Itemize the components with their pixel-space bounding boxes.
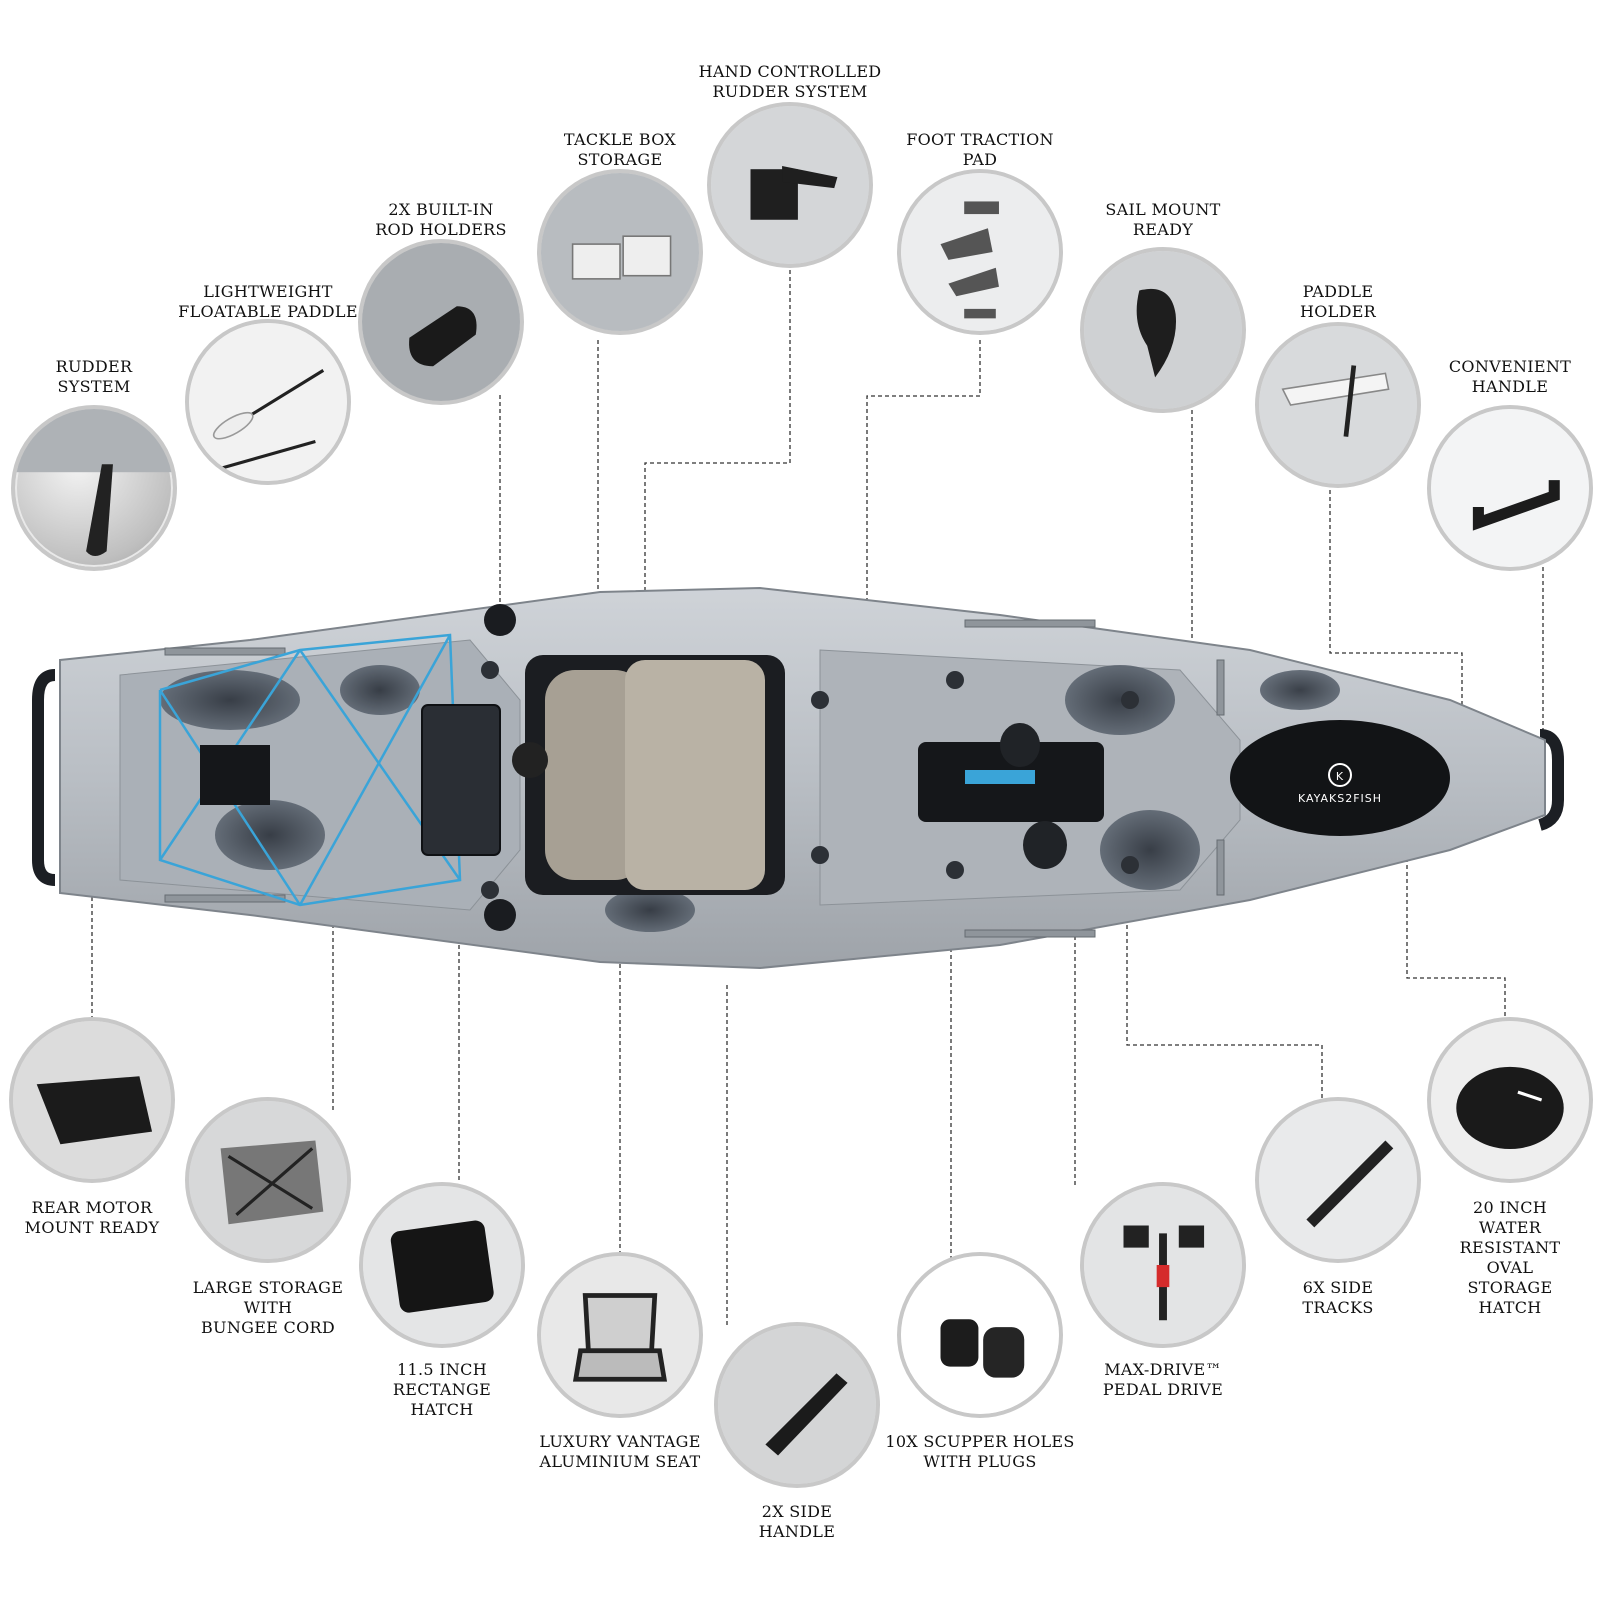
rudder-fin-icon[interactable] [11,405,177,571]
seat-icon[interactable] [537,1252,703,1418]
feature-label: LUXURY VANTAGE ALUMINIUM SEAT [539,1432,701,1471]
oval-hatch-logo: K [1336,770,1344,783]
feature-label: 2X BUILT-IN ROD HOLDERS [375,200,507,239]
feature-label: 10X SCUPPER HOLES WITH PLUGS [885,1432,1075,1471]
rect-hatch [421,704,501,856]
feature-label: TACKLE BOX STORAGE [563,130,677,169]
carry-handle-icon[interactable] [1427,405,1593,571]
side-handle-icon[interactable] [714,1322,880,1488]
scupper-plug-icon[interactable] [897,1252,1063,1418]
oval-hatch-brand: KAYAKS2FISH [1298,792,1382,805]
vantage-seat [512,655,785,895]
rect-hatch-icon[interactable] [359,1182,525,1348]
feature-label: RUDDER SYSTEM [55,357,133,396]
feature-label: 2X SIDE HANDLE [758,1502,836,1541]
feature-label: 6X SIDE TRACKS [1302,1278,1374,1317]
feature-label: HAND CONTROLLED RUDDER SYSTEM [698,62,882,101]
pedal-drive-unit [918,723,1104,869]
tackle-box-icon[interactable] [537,169,703,335]
bungee-storage-icon[interactable] [185,1097,351,1263]
feature-label: SAIL MOUNT READY [1105,200,1221,239]
rudder-lever-icon[interactable] [707,102,873,268]
feature-label: 20 INCH WATER RESISTANT OVAL STORAGE HAT… [1459,1198,1561,1317]
feature-label: LARGE STORAGE WITH BUNGEE CORD [192,1278,344,1337]
feature-label: MAX-DRIVE™ PEDAL DRIVE [1102,1360,1224,1399]
feature-label: 11.5 INCH RECTANGE HATCH [392,1360,492,1419]
paddle-icon[interactable] [185,319,351,485]
rod-holder-icon[interactable] [358,239,524,405]
rear-motor-pad [200,745,270,805]
feature-label: LIGHTWEIGHT FLOATABLE PADDLE [178,282,358,321]
rod-holder-top [484,604,516,636]
motor-mount-icon[interactable] [9,1017,175,1183]
feature-label: PADDLE HOLDER [1299,282,1377,321]
feature-label: FOOT TRACTION PAD [906,130,1054,169]
feature-label: REAR MOTOR MOUNT READY [24,1198,160,1237]
bow-carry-handle [1538,729,1564,831]
track-rail-icon[interactable] [1255,1097,1421,1263]
sail-mount-icon[interactable] [1080,247,1246,413]
pedal-drive-icon[interactable] [1080,1182,1246,1348]
feature-label: CONVENIENT HANDLE [1448,357,1572,396]
oval-hatch [1230,720,1450,836]
traction-pad-icon[interactable] [897,169,1063,335]
rear-carry-handle [32,669,56,886]
oval-hatch-icon[interactable] [1427,1017,1593,1183]
rod-holder-bottom [484,899,516,931]
paddle-holder-icon[interactable] [1255,322,1421,488]
